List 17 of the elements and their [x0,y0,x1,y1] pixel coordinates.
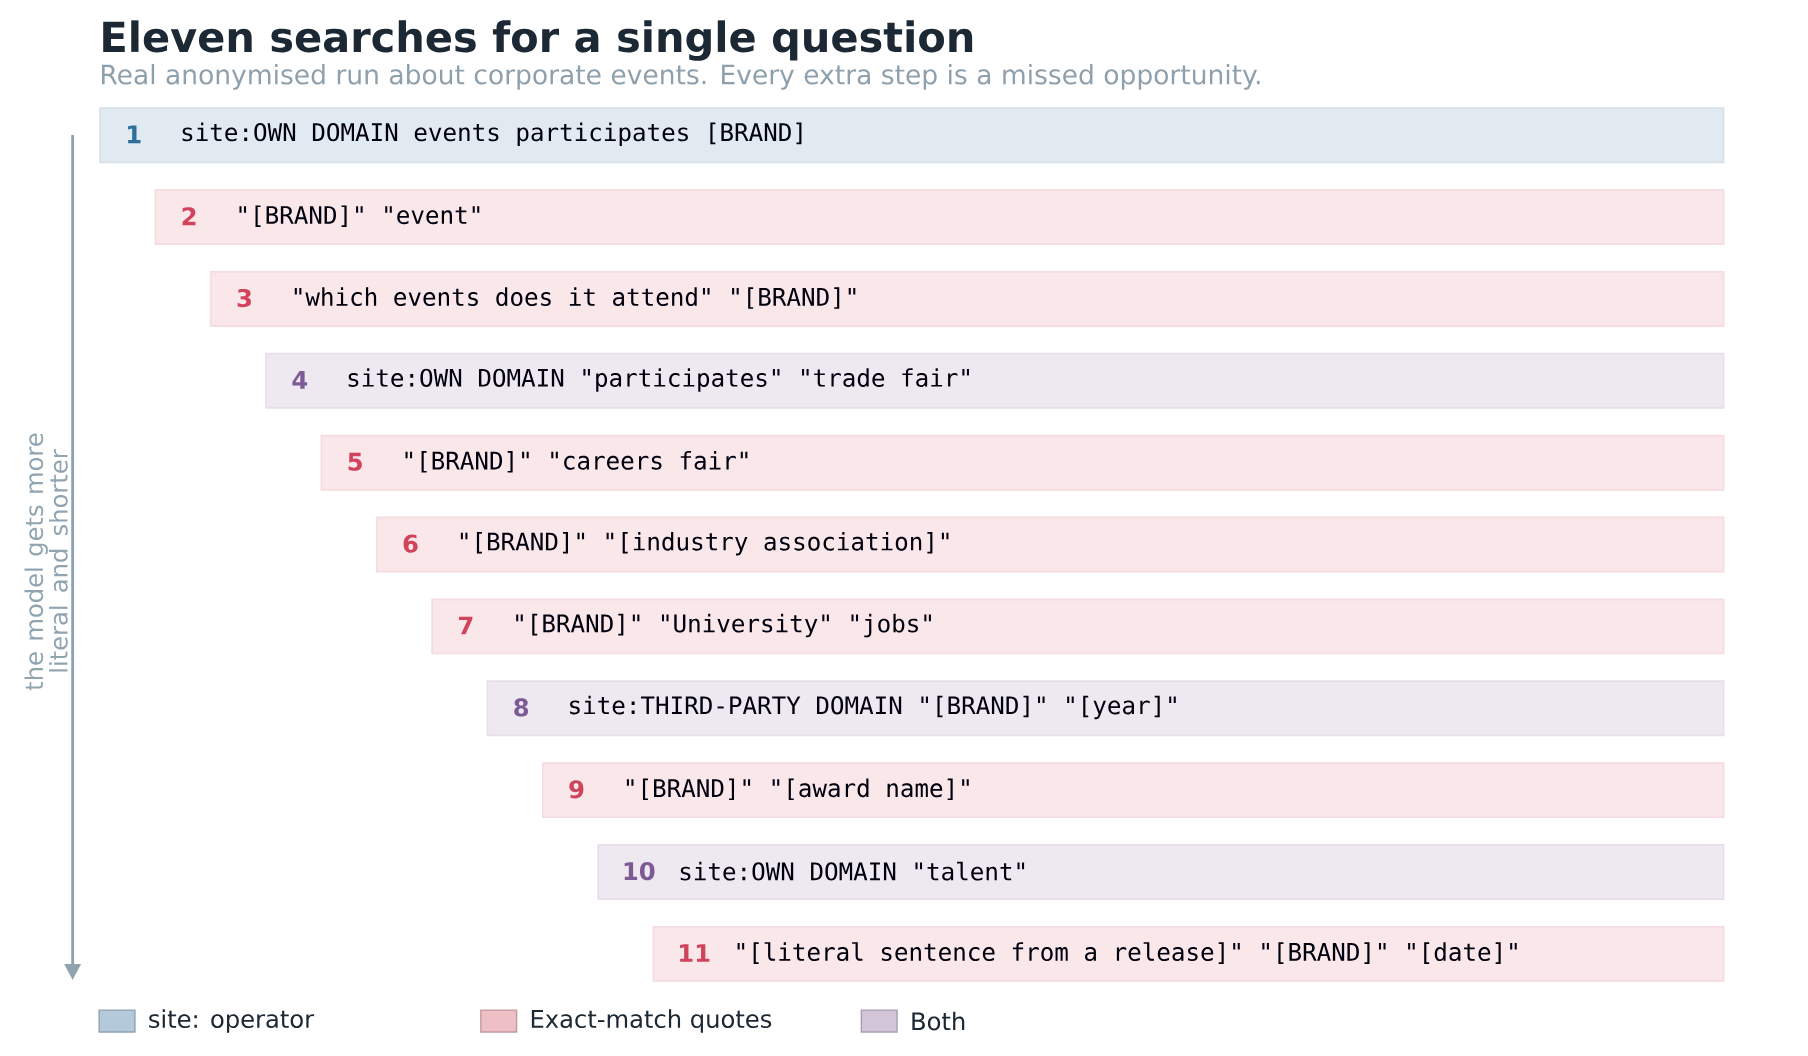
legend-label: site: operator [149,1009,315,1033]
query-bar: 9 "[BRAND]" "[award name]" [541,762,1725,818]
query-bar: 2 "[BRAND]" "event" [154,189,1725,245]
query-bar: 8 site:THIRD-PARTY DOMAIN "[BRAND]" "[year]" [486,680,1725,737]
title: Eleven searches for a single question [103,20,973,61]
query-bar: 6 "[BRAND]" "[industry association]" [375,516,1725,573]
legend-label: Exact-match quotes [531,1009,772,1033]
query-bar: 11 "[literal sentence from a release]" "[BRAND]" "[date]" [652,925,1725,982]
query-bar: 1 site:OWN DOMAIN events participates [BRAND] [99,107,1725,164]
axis-label: the model gets more literal and shorter [24,433,68,691]
query-bar: 5 "[BRAND]" "careers fair" [320,434,1725,491]
query-bar: 3 "which events does it attend" "[BRAND]" [209,270,1725,327]
query-bar: 4 site:OWN DOMAIN "participates" "trade fair" [265,352,1725,409]
query-bar: 10 site:OWN DOMAIN "talent" [597,843,1725,900]
legend-label: Both [912,1011,965,1031]
subtitle: Real anonymised run about corporate events. Every extra step is a missed opportunity. [102,63,1260,90]
query-bar: 7 "[BRAND]" "University" "jobs" [431,598,1725,655]
